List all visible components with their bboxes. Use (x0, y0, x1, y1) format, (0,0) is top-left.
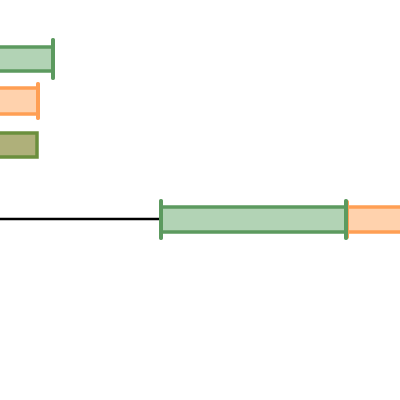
legend-swatch-olive (0, 131, 39, 159)
legend-swatch-orange-body (0, 86, 40, 116)
timeline-segments (159, 199, 400, 240)
legend-swatch-orange (0, 82, 40, 120)
legend-swatch-green (0, 38, 55, 80)
timeline-segment-orange (344, 200, 400, 239)
legend-swatch-olive-body (0, 131, 39, 159)
timeline-segment-green (159, 199, 348, 240)
timeline-segment-green-body (159, 205, 348, 234)
timeline-segment-orange-body (344, 205, 400, 234)
legend (0, 38, 55, 159)
legend-swatch-green-body (0, 45, 55, 73)
